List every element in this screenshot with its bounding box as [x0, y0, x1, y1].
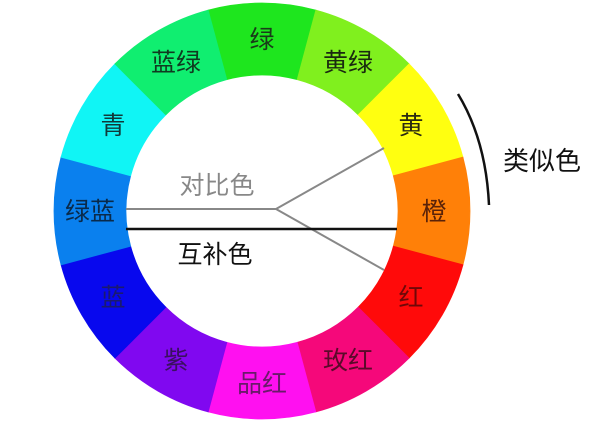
contrast-color-line — [126, 147, 385, 210]
wheel-segment — [114, 9, 228, 116]
wheel-segment-label: 蓝 — [101, 283, 126, 312]
contrast-color-label: 对比色 — [179, 171, 254, 200]
wheel-segment-label: 橙 — [421, 197, 446, 226]
wheel-segment-label: 品红 — [237, 369, 287, 398]
wheel-segment-label: 青 — [101, 111, 126, 140]
wheel-segment-label: 紫 — [163, 346, 188, 375]
analogous-color-bracket — [456, 93, 491, 206]
wheel-segment-label: 绿 — [249, 25, 274, 54]
wheel-segment-label: 玫红 — [323, 346, 373, 375]
wheel-segments — [53, 2, 471, 420]
wheel-segment-label: 绿蓝 — [65, 197, 115, 226]
wheel-segment-label: 黄绿 — [323, 48, 373, 77]
wheel-segment-label: 蓝绿 — [151, 48, 201, 77]
complementary-color-label: 互补色 — [177, 240, 252, 269]
analogous-color-label: 类似色 — [503, 147, 581, 177]
wheel-segment-label: 黄 — [398, 111, 423, 140]
contrast-color-line-lower — [275, 208, 385, 271]
wheel-segment-label: 红 — [398, 283, 423, 312]
